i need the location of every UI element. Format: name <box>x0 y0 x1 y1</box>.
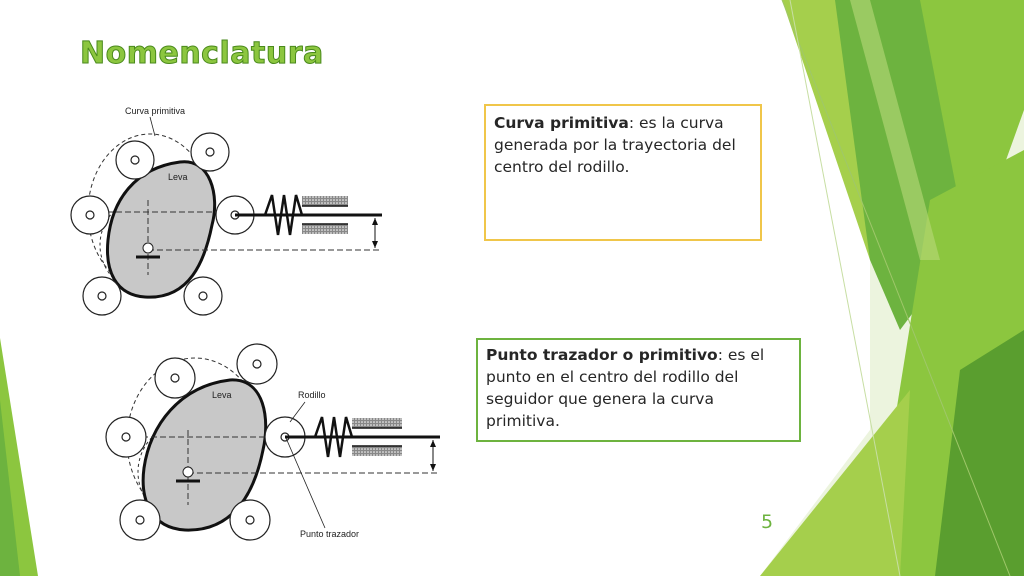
curve-primitiva-label: Curva primitiva <box>125 106 185 116</box>
definition-text: : es la curva generada por la trayectori… <box>494 114 736 176</box>
cam-center <box>142 242 154 254</box>
leva-label: Leva <box>212 390 232 400</box>
spring <box>313 416 354 458</box>
cam-diagram-top: Curva primitiva Leva <box>60 100 400 325</box>
definition-term: Curva primitiva <box>494 114 629 132</box>
definition-box-punto-trazador: Punto trazador o primitivo: es el punto … <box>476 338 801 442</box>
punto-trazador-label: Punto trazador <box>300 529 359 539</box>
cam-shape <box>105 160 217 299</box>
definition-term: Punto trazador o primitivo <box>486 346 718 364</box>
spring <box>263 194 304 236</box>
cam-diagram-bottom: Leva Rodillo Punto trazador <box>100 340 450 555</box>
slide-title: Nomenclatura <box>80 36 324 72</box>
rodillo-label: Rodillo <box>298 390 326 400</box>
leva-label: Leva <box>168 172 188 182</box>
definition-box-curva-primitiva: Curva primitiva: es la curva generada po… <box>484 104 762 241</box>
rollers <box>70 132 255 316</box>
definition-text: : es el punto en el centro del rodillo d… <box>486 346 765 430</box>
slide-number: 5 <box>760 511 774 533</box>
cam-shape <box>141 378 268 532</box>
cam-center <box>182 466 194 478</box>
